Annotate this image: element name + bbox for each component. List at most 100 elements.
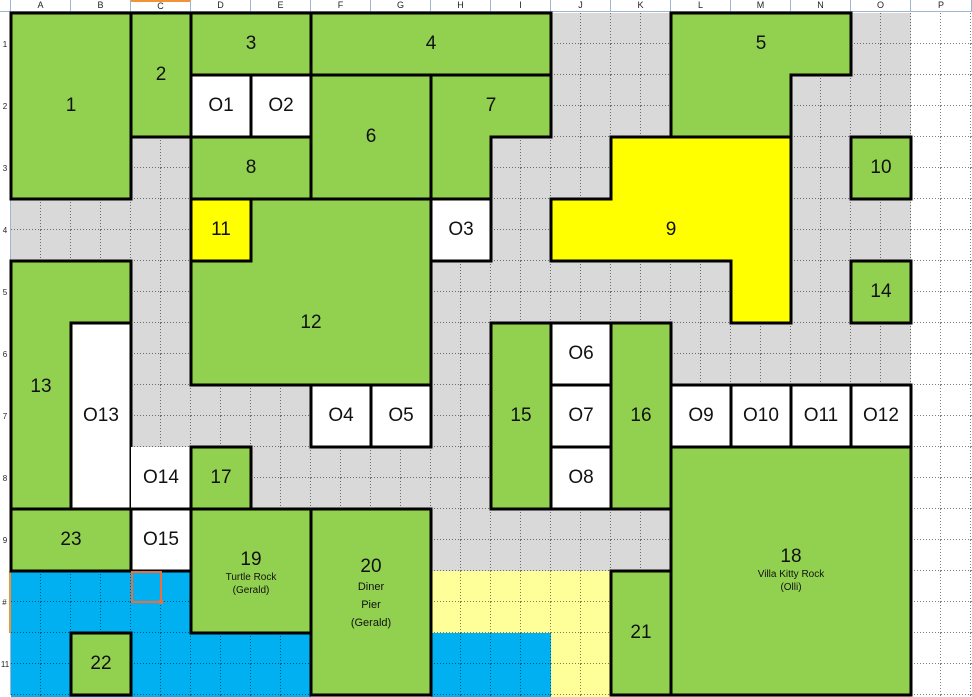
open-plot-o5-label: O5 [371, 385, 431, 447]
plot-number: O13 [83, 405, 119, 426]
plot-name: Villa Kitty Rock [757, 569, 825, 580]
plot-name: Diner [357, 581, 385, 593]
open-plot-o6-label: O6 [551, 323, 611, 385]
plot-14-label: 14 [851, 261, 911, 323]
plot-23[interactable] [9, 507, 133, 573]
plot-number: O6 [568, 343, 594, 364]
plot-2-label: 2 [131, 13, 191, 137]
plot-18-label: 18 Villa Kitty Rock (Olli) [671, 520, 911, 620]
plot-19-label: 19 Turtle Rock (Gerald) [191, 535, 311, 611]
open-plot-o4-label: O4 [311, 385, 371, 447]
plot-3-label: 3 [191, 13, 311, 75]
plot-number: 8 [245, 157, 257, 178]
plot-number: O1 [208, 95, 234, 116]
plot-23-label: 23 [11, 509, 131, 571]
plot-number: O14 [143, 467, 179, 488]
plot-10[interactable] [849, 135, 913, 201]
open-plot-o10-label: O10 [731, 385, 791, 447]
row-header-4[interactable]: 4 [0, 199, 11, 261]
open-plot-o14-label: O14 [131, 447, 191, 509]
plot-12-label: 12 [191, 261, 431, 385]
plot-number: 15 [510, 405, 532, 426]
plot-21[interactable] [609, 569, 673, 697]
plot-8-label: 8 [191, 137, 311, 199]
plot-number: O2 [268, 95, 294, 116]
plot-20[interactable] [309, 507, 433, 697]
plot-name: Pier [361, 599, 381, 611]
plot-1[interactable] [9, 11, 133, 201]
plot-number: O7 [568, 405, 594, 426]
open-plot-o14[interactable] [131, 447, 191, 509]
plot-2[interactable] [129, 11, 193, 139]
plot-number: 9 [665, 219, 677, 240]
plot-number: 16 [630, 405, 652, 426]
plot-number: 5 [755, 33, 767, 54]
plot-20-label: 20 Diner Pier (Gerald) [311, 556, 431, 656]
plot-14[interactable] [849, 259, 913, 325]
plot-number: 22 [90, 653, 112, 674]
plot-owner: (Gerald) [232, 585, 270, 596]
plot-7-label: 7 [431, 75, 551, 137]
open-plot-o4[interactable] [309, 383, 373, 449]
plot-number: O8 [568, 467, 594, 488]
column-header-k[interactable]: K [611, 0, 671, 12]
open-plot-o3[interactable] [429, 197, 493, 263]
plot-owner: (Olli) [780, 582, 802, 593]
plot-16-label: 16 [611, 323, 671, 509]
plot-13-label: 13 [11, 356, 71, 418]
plot-number: 4 [425, 33, 437, 54]
plot-number: 11 [211, 219, 231, 240]
plot-15-label: 15 [491, 323, 551, 509]
row-header-11[interactable]: 11 [0, 633, 11, 695]
plot-15[interactable] [489, 321, 553, 511]
open-plot-o3-label: O3 [431, 199, 491, 261]
plot-6-label: 6 [311, 75, 431, 199]
plot-number: 12 [300, 312, 322, 333]
plot-number: O3 [448, 219, 474, 240]
open-plot-o11-label: O11 [791, 385, 851, 447]
open-plot-o12[interactable] [849, 383, 913, 449]
plot-number: 6 [365, 126, 377, 147]
open-plot-o13-label: O13 [71, 323, 131, 509]
plot-number: 13 [30, 376, 52, 397]
plot-number: 20 [360, 556, 382, 577]
plot-number: 1 [65, 95, 77, 116]
plot-number: 7 [485, 95, 497, 116]
selected-cell-c10[interactable] [131, 571, 162, 603]
open-plot-o7[interactable] [549, 383, 613, 449]
plot-21-label: 21 [611, 571, 671, 695]
plot-number: 18 [780, 546, 802, 567]
plot-owner: (Gerald) [350, 617, 392, 629]
column-header-o[interactable]: O [851, 0, 911, 12]
plot-number: O10 [743, 405, 779, 426]
plot-9[interactable] [549, 135, 793, 325]
open-plot-o8-label: O8 [551, 447, 611, 509]
open-plot-o7-label: O7 [551, 385, 611, 447]
plot-number: O5 [388, 405, 414, 426]
plot-name: Turtle Rock [225, 572, 277, 583]
plot-number: 2 [155, 64, 167, 85]
plot-number: 19 [240, 549, 262, 570]
column-header-j[interactable]: J [551, 0, 611, 12]
plot-number: 17 [210, 467, 232, 488]
row-header-10[interactable]: # [0, 571, 11, 633]
plot-22[interactable] [69, 631, 133, 697]
plot-5-label: 5 [671, 13, 851, 75]
open-plot-o1-label: O1 [191, 75, 251, 137]
open-plot-o8[interactable] [549, 445, 613, 511]
plot-8[interactable] [189, 135, 313, 201]
plot-number: 10 [870, 157, 892, 178]
open-plot-o5[interactable] [369, 383, 433, 449]
plot-1-label: 1 [11, 13, 131, 199]
plot-number: O15 [143, 529, 179, 550]
open-plot-o6[interactable] [549, 321, 613, 387]
select-all-corner[interactable] [0, 0, 11, 12]
plot-11-label: 11 [191, 199, 251, 261]
plot-19[interactable] [189, 507, 313, 635]
fill-handle[interactable] [159, 600, 163, 604]
plot-number: 14 [870, 281, 892, 302]
plot-number: 3 [245, 33, 257, 54]
plot-number: O11 [803, 405, 839, 426]
